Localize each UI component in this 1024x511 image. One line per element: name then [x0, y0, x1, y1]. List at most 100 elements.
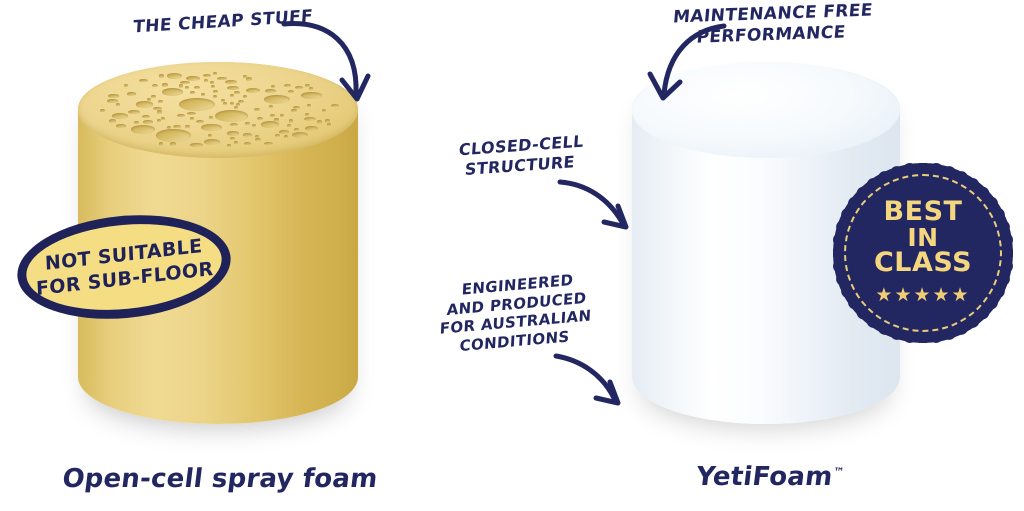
foam-pore: [201, 123, 223, 131]
foam-pore: [264, 141, 273, 145]
foam-pore: [331, 103, 340, 107]
foam-pore: [222, 102, 227, 106]
foam-pore: [156, 129, 191, 142]
foam-pore: [151, 84, 158, 88]
foam-pore: [204, 139, 220, 145]
foam-pore: [186, 75, 200, 81]
annotation-cheap-stuff: THE CHEAP STUFF: [132, 6, 314, 38]
foam-pore: [161, 88, 184, 97]
foam-pore: [112, 113, 129, 119]
foam-pore: [172, 124, 181, 128]
foam-pore: [245, 88, 261, 94]
foam-pore: [229, 94, 234, 98]
foam-pore: [304, 125, 319, 131]
foam-pore: [211, 85, 216, 89]
trademark-symbol: ™: [832, 465, 846, 479]
annotation-engineered-australia: ENGINEERED AND PRODUCED FOR AUSTRALIAN C…: [438, 269, 594, 357]
foam-pore: [213, 90, 219, 94]
foam-pore: [157, 99, 163, 104]
foam-pore: [307, 103, 312, 108]
foam-pore: [264, 94, 291, 104]
foam-pore: [326, 123, 332, 127]
foam-pore: [99, 109, 105, 113]
seal-inner-ring: [844, 174, 1002, 332]
foam-pore: [109, 119, 116, 123]
foam-pore: [203, 74, 211, 78]
foam-pore: [184, 85, 189, 89]
foam-pore: [185, 125, 191, 129]
foam-pore: [128, 110, 141, 115]
foam-pore: [226, 131, 239, 136]
foam-pore: [176, 113, 186, 117]
foam-pore: [234, 105, 239, 110]
foam-pore: [157, 110, 162, 114]
foam-pore: [288, 89, 295, 93]
foam-pore: [126, 92, 136, 96]
annotation-closed-cell: CLOSED-CELL STRUCTURE: [457, 131, 584, 180]
foam-pore: [288, 119, 293, 123]
cylinder-top-surface: [78, 62, 358, 158]
seal-line-3: CLASS: [873, 247, 973, 279]
foam-pore: [255, 137, 261, 141]
foam-pore: [156, 119, 161, 123]
foam-pore: [280, 113, 285, 117]
foam-pore: [180, 80, 191, 85]
foam-pore: [268, 104, 273, 109]
foam-pore: [190, 90, 196, 95]
foam-pore: [227, 143, 232, 148]
foam-pore: [147, 98, 152, 102]
foam-pore: [108, 93, 119, 98]
foam-pore: [242, 95, 247, 99]
best-in-class-seal: BEST IN CLASS ★★★★★: [833, 163, 1013, 343]
foam-pore: [274, 118, 280, 122]
foam-pore: [292, 106, 300, 110]
foam-pore: [317, 120, 323, 124]
foam-pore: [133, 120, 139, 124]
foam-pore: [217, 76, 227, 81]
foam-pore: [167, 126, 172, 130]
foam-pore: [151, 95, 156, 99]
foam-pore: [224, 80, 237, 85]
foam-pore: [265, 88, 276, 93]
seal-content: BEST IN CLASS ★★★★★: [833, 163, 1013, 343]
foam-pore: [193, 85, 200, 89]
foam-pore: [271, 84, 276, 88]
foam-pore: [207, 133, 212, 138]
foam-pore: [275, 134, 281, 138]
foam-pore: [233, 140, 238, 144]
foam-pore: [304, 117, 317, 122]
foam-pore: [106, 98, 118, 103]
foam-pore: [256, 116, 263, 120]
seal-stars: ★★★★★: [875, 284, 971, 306]
foam-pore: [135, 101, 154, 108]
foam-pore: [292, 132, 309, 139]
foam-pore: [230, 101, 235, 105]
foam-pore: [142, 120, 153, 124]
foam-pore: [189, 142, 203, 148]
foam-pore: [234, 91, 240, 95]
foam-pore: [251, 124, 256, 128]
foam-pore: [158, 74, 164, 78]
foam-pore: [253, 107, 261, 111]
foam-pore: [170, 142, 176, 146]
foam-pore: [178, 98, 216, 112]
foam-pore: [209, 81, 215, 85]
foam-pore: [229, 122, 238, 126]
foam-pore: [294, 127, 299, 132]
foam-pore: [142, 115, 151, 119]
foam-pore: [158, 142, 164, 146]
foam-pore: [244, 141, 252, 145]
foam-pore: [238, 100, 244, 104]
foam-pore: [187, 112, 196, 116]
arrow-closed-cell: [557, 179, 629, 230]
seal-line-2: IN: [907, 222, 939, 252]
foam-pore: [190, 116, 195, 120]
foam-pore: [286, 124, 291, 128]
foam-pore: [213, 94, 218, 99]
foam-pore: [283, 134, 289, 138]
seal-line-1: BEST: [883, 196, 963, 228]
foam-pore: [139, 78, 148, 82]
foam-pore: [203, 78, 209, 82]
foam-pore: [152, 106, 162, 111]
caption-yetifoam: YetiFoam™: [694, 462, 846, 492]
